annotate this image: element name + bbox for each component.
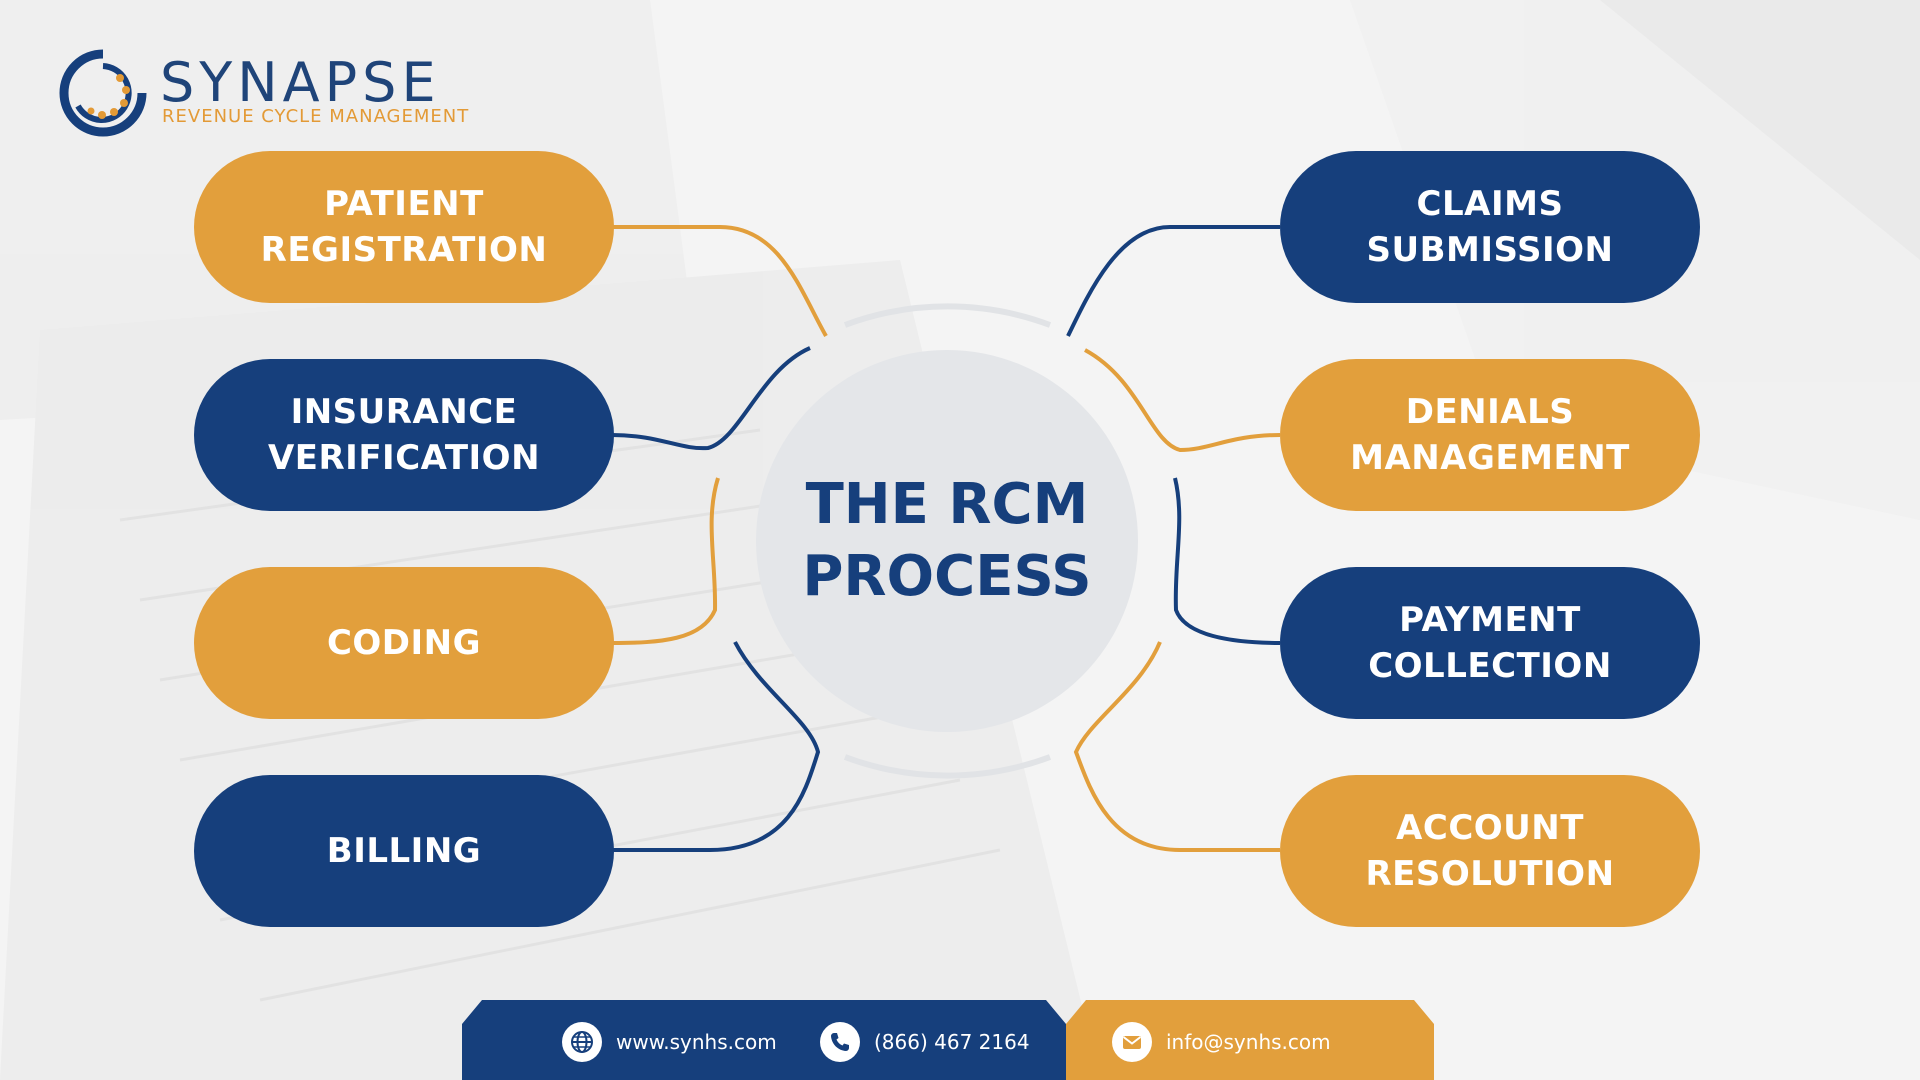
connector-coding [611, 477, 720, 645]
step-label: CLAIMS SUBMISSION [1366, 184, 1614, 270]
brand-name: SYNAPSE [160, 51, 441, 114]
connector-patient-registration [612, 225, 828, 337]
synapse-logo-icon [59, 49, 147, 137]
website-text: www.synhs.com [616, 1030, 777, 1054]
brand-tagline: REVENUE CYCLE MANAGEMENT [162, 106, 470, 127]
ring-arc-top [843, 303, 1052, 328]
connector-insurance-verification [611, 346, 811, 451]
mail-icon [1112, 1022, 1152, 1062]
step-label: INSURANCE VERIFICATION [267, 392, 541, 478]
globe-icon [562, 1022, 602, 1062]
center-hub: THE RCM PROCESS [756, 350, 1138, 732]
step-insurance-verification: INSURANCE VERIFICATION [194, 359, 614, 511]
phone-text: (866) 467 2164 [874, 1030, 1030, 1054]
connector-billing [612, 641, 821, 852]
step-account-resolution: ACCOUNT RESOLUTION [1280, 775, 1700, 927]
step-billing: BILLING [194, 775, 614, 927]
center-title: THE RCM PROCESS [802, 472, 1092, 609]
connector-denials-management [1084, 348, 1281, 453]
step-label: PATIENT REGISTRATION [260, 184, 548, 270]
step-label: CODING [326, 623, 482, 663]
step-label: BILLING [326, 831, 482, 871]
step-label: ACCOUNT RESOLUTION [1365, 808, 1615, 894]
footer-phone[interactable]: (866) 467 2164 [820, 1022, 1030, 1062]
step-payment-collection: PAYMENT COLLECTION [1280, 567, 1700, 719]
step-label: DENIALS MANAGEMENT [1350, 392, 1630, 478]
ring-arc-bottom [843, 754, 1052, 779]
footer-website[interactable]: www.synhs.com [562, 1022, 777, 1062]
email-text: info@synhs.com [1166, 1030, 1331, 1054]
step-label: PAYMENT COLLECTION [1368, 600, 1612, 686]
connector-claims-submission [1066, 225, 1280, 337]
step-patient-registration: PATIENT REGISTRATION [194, 151, 614, 303]
connector-payment-collection [1173, 477, 1281, 645]
brand-logo: SYNAPSE REVENUE CYCLE MANAGEMENT [58, 48, 478, 138]
step-denials-management: DENIALS MANAGEMENT [1280, 359, 1700, 511]
step-coding: CODING [194, 567, 614, 719]
step-claims-submission: CLAIMS SUBMISSION [1280, 151, 1700, 303]
footer-email[interactable]: info@synhs.com [1112, 1022, 1331, 1062]
connector-account-resolution [1073, 641, 1280, 852]
phone-icon [820, 1022, 860, 1062]
